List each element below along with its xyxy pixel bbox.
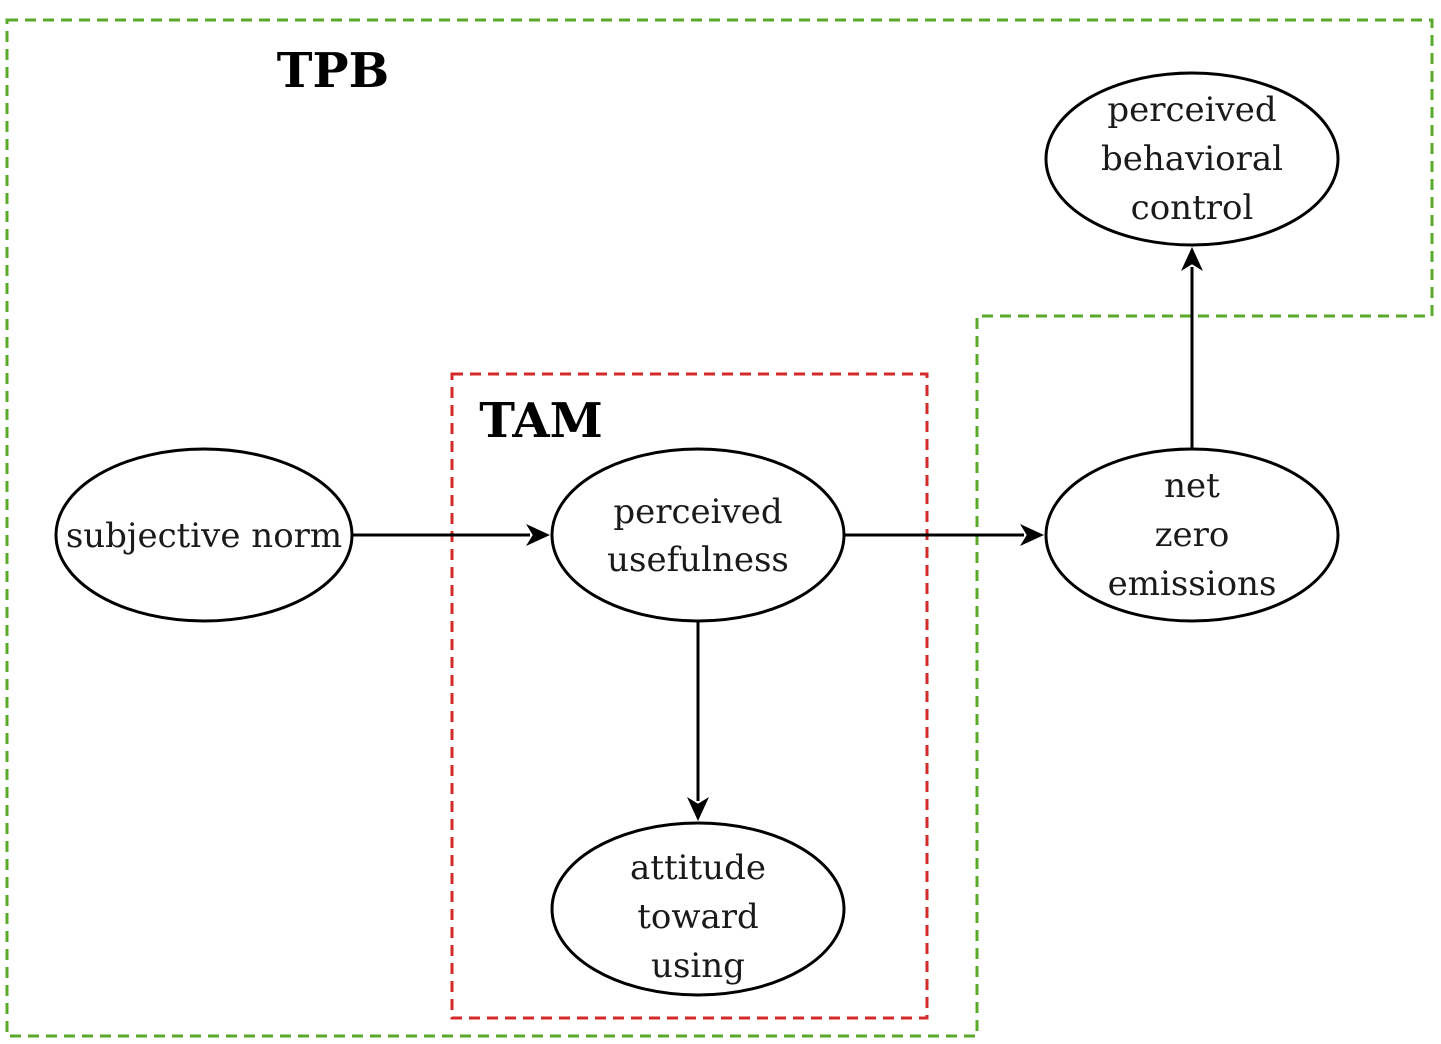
- node-perceived-behavioral-control: perceived behavioral control: [1044, 71, 1340, 247]
- tam-group-boundary: [450, 372, 929, 1020]
- node-label-line: perceived: [613, 492, 782, 532]
- net-zero-emissions-ellipse: [1044, 447, 1340, 623]
- node-attitude-toward-using: attitude toward using: [550, 821, 846, 997]
- node-label-line: attitude: [630, 848, 766, 888]
- node-label-line: control: [1131, 188, 1254, 228]
- attitude-toward-using-ellipse: [550, 821, 846, 997]
- node-label-line: emissions: [1108, 564, 1277, 604]
- node-net-zero-emissions: net zero emissions: [1044, 447, 1340, 623]
- perceived-usefulness-label: perceived usefulness: [607, 492, 789, 580]
- attitude-toward-using-label: attitude toward using: [630, 848, 766, 986]
- subjective-norm-ellipse: [54, 447, 354, 623]
- tam-group-title: TAM: [479, 393, 602, 449]
- node-label-line: subjective norm: [66, 516, 342, 556]
- perceived-behavioral-control-label: perceived behavioral control: [1101, 90, 1283, 228]
- perceived-behavioral-control-ellipse: [1044, 71, 1340, 247]
- arrowhead-icon: [687, 797, 709, 821]
- tpb-group-title: TPB: [277, 43, 389, 99]
- node-label-line: usefulness: [607, 540, 789, 580]
- edges: [352, 247, 1203, 821]
- node-label-line: perceived: [1107, 90, 1276, 130]
- node-label-line: using: [651, 946, 745, 986]
- node-label-line: net: [1164, 466, 1220, 506]
- node-label-line: behavioral: [1101, 139, 1283, 179]
- arrowhead-icon: [1181, 247, 1203, 271]
- arrowhead-icon: [1020, 524, 1044, 546]
- perceived-usefulness-ellipse: [550, 447, 846, 623]
- net-zero-emissions-label: net zero emissions: [1108, 466, 1277, 604]
- subjective-norm-label: subjective norm: [66, 516, 342, 556]
- node-label-line: toward: [637, 897, 759, 937]
- tpb-group-boundary: [5, 18, 1434, 1038]
- arrowhead-icon: [526, 524, 550, 546]
- node-label-line: zero: [1155, 515, 1230, 555]
- node-subjective-norm: subjective norm: [54, 447, 354, 623]
- node-perceived-usefulness: perceived usefulness: [550, 447, 846, 623]
